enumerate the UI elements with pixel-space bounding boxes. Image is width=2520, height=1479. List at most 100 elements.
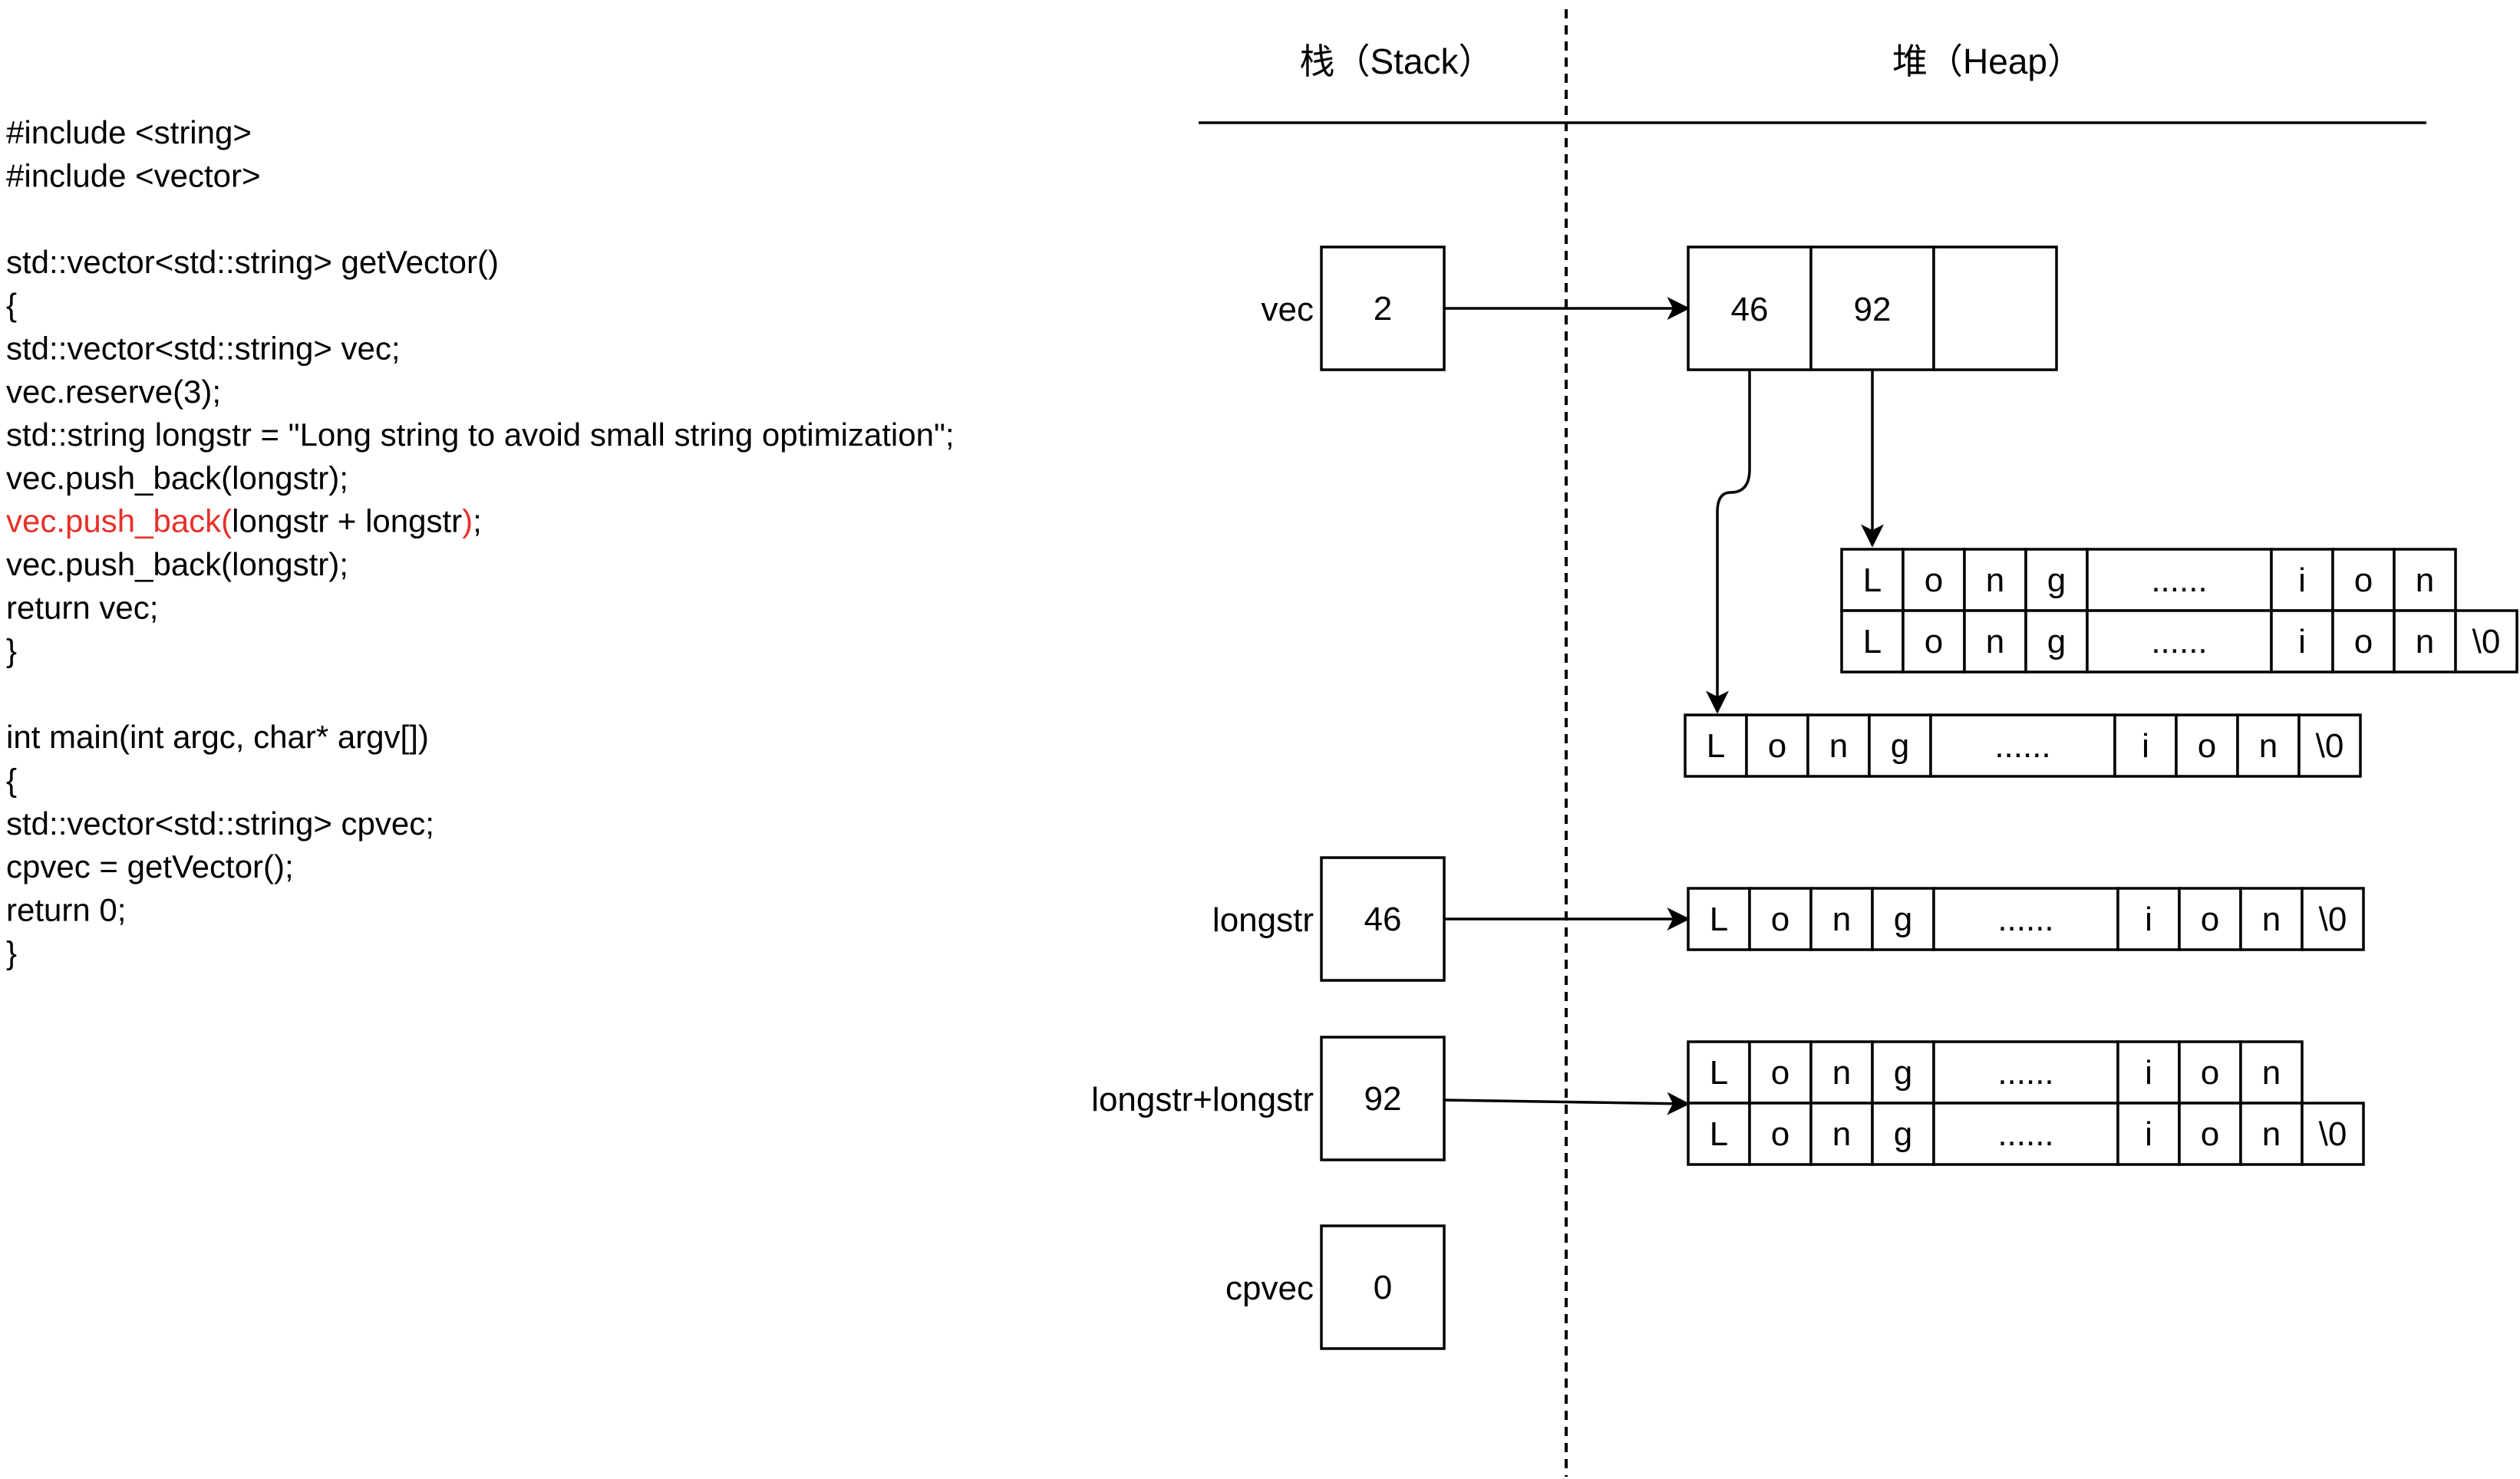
string-cell (1748, 1040, 1812, 1105)
code-line: } (6, 633, 17, 669)
stack-var-value: 92 (1364, 1080, 1402, 1118)
string-cell (1868, 713, 1932, 778)
stack-var-name: vec (1262, 291, 1314, 328)
code-text: return vec; (6, 589, 158, 625)
string-char: o (2201, 1054, 2219, 1092)
string-cell (1687, 1102, 1751, 1166)
string-cell (2024, 609, 2089, 674)
code-line: vec.push_back(longstr); (6, 460, 348, 496)
code-text: vec.reserve(3); (6, 374, 221, 410)
string-cell (2239, 1040, 2304, 1105)
code-line: std::string longstr = "Long string to av… (6, 417, 955, 453)
vector-buffer-value: 92 (1854, 291, 1892, 328)
code-text: return 0; (6, 891, 126, 927)
string-cell (2393, 548, 2457, 612)
source-code-listing: #include <string>#include <vector>std::v… (6, 114, 955, 971)
string-char: n (2259, 727, 2278, 765)
stack-var-box (1320, 856, 1446, 982)
string-cell (2301, 1102, 2365, 1166)
string-cell (1748, 887, 1812, 951)
longstr-longstr-pointer-arrow (1443, 1092, 1690, 1115)
string-cell (2297, 713, 2362, 778)
code-line: #include <vector> (6, 157, 261, 193)
string-char: L (1710, 901, 1728, 938)
code-text: vec.push_back(longstr); (6, 546, 348, 582)
stack-var-cpvec: cpvec 0 (1225, 1224, 1446, 1350)
string-cell (1684, 713, 1748, 778)
string-char: o (1925, 623, 1943, 660)
string-char: n (2262, 901, 2281, 938)
string-cell (1932, 887, 2119, 951)
code-line: return vec; (6, 589, 158, 625)
string-cell (2454, 609, 2518, 674)
code-line: std::vector<std::string> cpvec; (6, 805, 434, 842)
string-char: o (2201, 901, 2219, 938)
stack-header: 栈（Stack） (1299, 41, 1493, 81)
string-char: o (1925, 562, 1943, 599)
code-text: { (6, 763, 17, 799)
string-char: L (1710, 1054, 1728, 1092)
stack-variables: vec 2 longstr 46 longstr+longstr 92 cpvec 0 (1091, 245, 1446, 1350)
string-char: g (2047, 562, 2066, 599)
string-char: i (2142, 727, 2149, 765)
code-text: ; (473, 503, 482, 539)
string-char: \0 (2472, 623, 2501, 660)
string-char: n (1832, 1054, 1851, 1092)
string-char: \0 (2319, 1115, 2347, 1153)
vector-buffer-cell (1687, 245, 1812, 371)
string-cell (2113, 713, 2178, 778)
element0-pointer-arrow (1706, 371, 1751, 714)
string-cell (1929, 713, 2116, 778)
string-cell (1871, 1102, 1935, 1166)
code-line: vec.push_back(longstr + longstr); (6, 503, 482, 539)
stack-var-name: longstr (1212, 901, 1314, 939)
string-cell (2236, 713, 2301, 778)
stack-var-name: cpvec (1225, 1270, 1314, 1307)
string-char: n (1832, 901, 1851, 938)
vector-buffer-cell (1809, 245, 1935, 371)
string-char: n (2416, 623, 2434, 660)
code-text: std::vector<std::string> cpvec; (6, 805, 434, 842)
string-char: o (1771, 1115, 1789, 1153)
string-cell (2116, 1102, 2181, 1166)
code-line: std::vector<std::string> vec; (6, 331, 401, 367)
string-char: o (2201, 1115, 2219, 1153)
string-char: i (2145, 1054, 2152, 1092)
pointer-arrows (1443, 297, 1884, 1115)
string-cell (2178, 1040, 2242, 1105)
code-line: cpvec = getVector(); (6, 848, 294, 884)
string-char: g (1891, 727, 1909, 765)
code-line: { (6, 287, 17, 323)
vector-buffer: 46 92 (1687, 245, 2058, 371)
string-char: n (2416, 562, 2434, 599)
code-text: } (6, 935, 17, 971)
string-char: o (1771, 1054, 1789, 1092)
string-char: i (2145, 901, 2152, 938)
code-highlight: vec.push_back( (6, 503, 232, 539)
string-char: i (2145, 1115, 2152, 1153)
string-char: L (1863, 623, 1882, 660)
code-line: int main(int argc, char* argv[]) (6, 719, 429, 755)
stack-var-value: 0 (1374, 1269, 1392, 1306)
string-char: ...... (1997, 901, 2053, 938)
code-text: int main(int argc, char* argv[]) (6, 719, 429, 755)
stack-var-name: longstr+longstr (1091, 1081, 1314, 1118)
vector-buffer-value: 46 (1731, 291, 1769, 328)
code-text: } (6, 633, 17, 669)
string-char: L (1710, 1115, 1728, 1153)
string-char: g (1894, 1054, 1912, 1092)
stack-var-value: 46 (1364, 901, 1402, 938)
code-text: { (6, 287, 17, 323)
string-char: g (2047, 623, 2066, 660)
code-line: { (6, 763, 17, 799)
string-char: n (1829, 727, 1848, 765)
string-char: n (2262, 1115, 2281, 1153)
string-char: n (1986, 562, 2004, 599)
stack-var-value: 2 (1374, 290, 1392, 328)
string-cell (2301, 887, 2365, 951)
